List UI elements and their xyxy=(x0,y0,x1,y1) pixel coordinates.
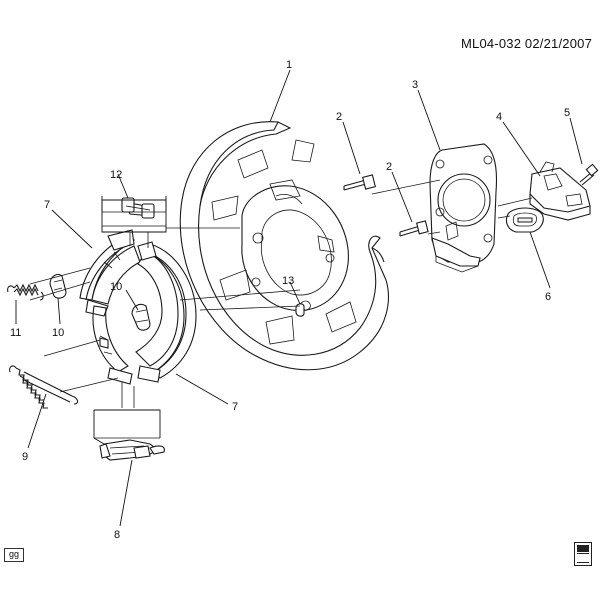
shoe-clip-center xyxy=(131,303,151,331)
callout-2b: 2 xyxy=(386,161,392,173)
callout-1: 1 xyxy=(286,59,292,71)
callout-4: 4 xyxy=(496,111,502,123)
callout-9: 9 xyxy=(22,451,28,463)
document-icon-header xyxy=(577,545,589,552)
callout-10a: 10 xyxy=(110,281,122,293)
mounting-bracket xyxy=(529,161,591,221)
callout-13: 13 xyxy=(282,275,294,287)
callout-7b: 7 xyxy=(232,401,238,413)
drawing-id: ML04-032 02/21/2007 xyxy=(460,36,592,51)
callout-3: 3 xyxy=(412,79,418,91)
callout-7a: 7 xyxy=(44,199,50,211)
document-icon-lines xyxy=(577,553,589,563)
shoe-clip-upper xyxy=(49,273,67,299)
callout-8: 8 xyxy=(114,529,120,541)
alignment-lines xyxy=(29,179,533,445)
callout-labels: 1 2 2 3 4 5 6 7 7 8 9 10 10 11 12 13 xyxy=(10,59,570,541)
backing-plate xyxy=(179,121,389,371)
grommet xyxy=(505,207,544,233)
callout-10b: 10 xyxy=(52,327,64,339)
leader-lines xyxy=(15,69,583,527)
brake-shoe-webs xyxy=(92,305,133,385)
pin xyxy=(295,303,305,317)
brake-shoe-lower xyxy=(135,241,197,383)
caliper-bracket xyxy=(429,143,498,273)
adjuster-assembly xyxy=(99,439,165,461)
callout-2a: 2 xyxy=(336,111,342,123)
actuator xyxy=(121,197,155,219)
callout-12: 12 xyxy=(110,169,122,181)
document-icon xyxy=(574,542,592,566)
callout-11: 11 xyxy=(10,327,21,339)
bolt-lower xyxy=(399,220,429,237)
screw xyxy=(579,163,599,186)
brake-shoe-upper xyxy=(79,229,141,317)
gg-badge: gg xyxy=(4,548,24,562)
bolt-upper xyxy=(343,174,376,191)
callout-6: 6 xyxy=(545,291,551,303)
return-spring-upper xyxy=(7,283,44,301)
callout-5: 5 xyxy=(564,107,570,119)
